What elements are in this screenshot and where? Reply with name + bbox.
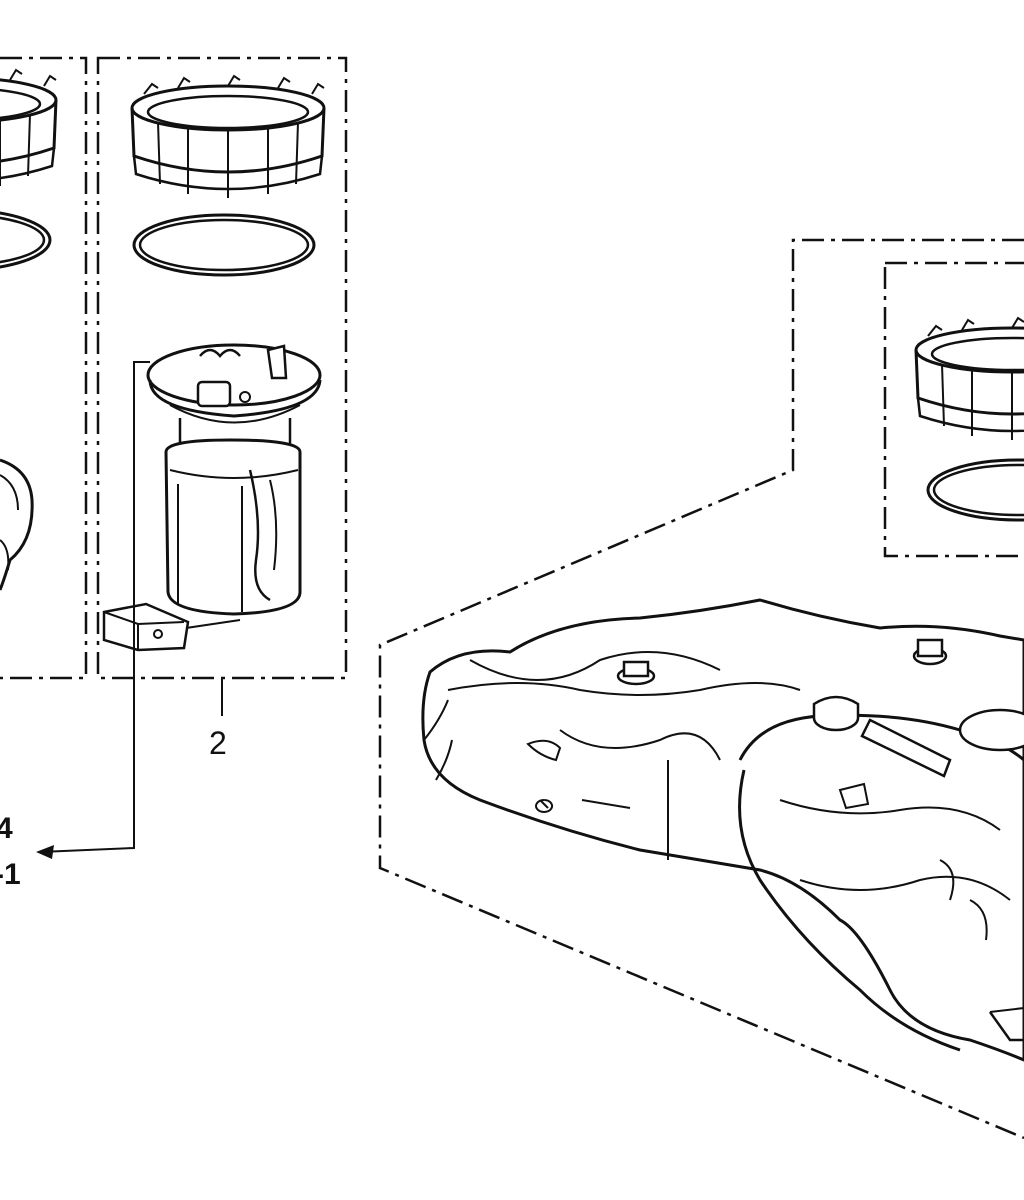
reference-arrow-line — [39, 361, 150, 853]
reference-number-bottom: -1 — [0, 858, 21, 891]
tank-o-ring — [926, 458, 1024, 522]
tank-vent-fitting — [912, 638, 948, 666]
left-lock-ring — [0, 66, 58, 192]
fuel-tank-group — [378, 238, 1024, 1140]
part-2-callout: 2 — [209, 725, 227, 761]
tank-boundary — [378, 238, 1024, 1140]
tank-inset-panel — [883, 261, 1024, 558]
tank-lock-ring — [914, 316, 1024, 442]
fuel-pump-module — [102, 343, 322, 652]
left-pump-fragment — [0, 458, 34, 591]
tank-pump-opening — [812, 695, 1024, 778]
tank-filler-fitting — [616, 660, 656, 686]
o-ring — [132, 213, 316, 277]
fuel-tank — [421, 598, 1024, 1062]
left-o-ring — [0, 208, 52, 272]
reference-number-top: 4 — [0, 812, 13, 845]
left-panel-border — [0, 56, 88, 680]
lock-ring — [130, 74, 326, 200]
reference-arrow-head — [36, 845, 54, 859]
left-panel — [0, 56, 88, 680]
pump-module-panel: 2 — [36, 56, 348, 859]
